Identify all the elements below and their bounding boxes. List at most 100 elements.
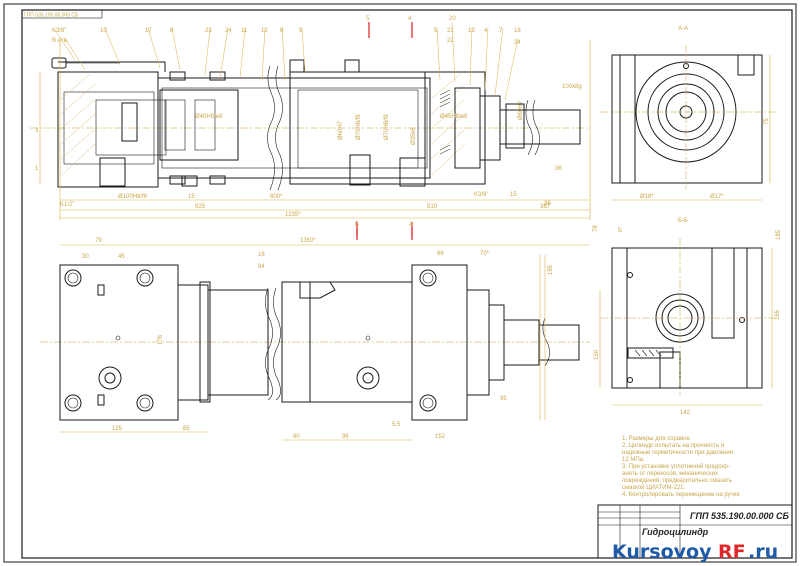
aa-dim-75: 75: [764, 118, 770, 125]
dim-600: 600*: [270, 194, 283, 200]
callout-8: 8: [280, 28, 284, 34]
section-mark-a: А: [409, 222, 413, 228]
diam-label-5: Ø35k6: [411, 127, 417, 145]
section-dimensions: K1/2" Ø100H8/f8 15 1235* 925 600* 510 K3…: [35, 128, 562, 218]
section-bb-view: Б-Б 78 185 150 165 142 36 Б: [544, 201, 782, 416]
plan-dim-70: 70*: [480, 251, 490, 257]
note-line-6: анять от перекосов, механических: [622, 471, 718, 477]
top-left-stamp: ГПП 535.190.00.000 СБ: [24, 13, 79, 19]
callout-23: 23: [205, 28, 212, 34]
dim-15b: 15: [510, 192, 517, 198]
aa-dim-17: Ø17*: [710, 194, 724, 200]
callout-5b: 5: [434, 28, 438, 34]
plan-dim-1350: 1350*: [300, 238, 316, 244]
drawing-name: Гидроцилиндр: [642, 527, 709, 537]
note-line-4: 12 МПа.: [622, 457, 645, 463]
callout-10: 10: [100, 28, 107, 34]
plan-dim-80: 80: [293, 434, 300, 440]
note-line-2: 2. Цилиндр испытать на прочность и: [622, 443, 724, 449]
plan-dim-96: 96: [342, 434, 349, 440]
aa-dim-18: Ø18*: [640, 194, 654, 200]
callout-5a: 5: [366, 16, 370, 22]
callout-20: 20: [449, 16, 456, 22]
drawing-code: ГПП 535.190.00.000 СБ: [690, 511, 790, 521]
bb-dim-185: 185: [776, 229, 782, 240]
plan-dim-95: 95: [500, 396, 507, 402]
note-line-5: 3. При установке уплотнений предохр-: [622, 463, 730, 470]
dim-36: 36: [555, 166, 562, 172]
callout-13: 13: [468, 28, 475, 34]
dim-k12: K1/2": [60, 202, 74, 208]
plan-dim-66: 66: [437, 251, 444, 257]
callout-k38: K3/8": [52, 28, 66, 34]
callout-17: 17: [145, 28, 152, 34]
title-block: ГПП 535.190.00.000 СБ Гидроцилиндр: [597, 504, 793, 559]
top-callouts: K3/8" B отв. 10 17 6 23 24 11 12 8 9 5 4…: [52, 16, 521, 46]
plan-dim-176: 176: [158, 334, 164, 345]
dim-510: 510: [427, 204, 438, 210]
section-bb-title: Б-Б: [678, 218, 688, 224]
plan-dim-5-5: 5.5: [392, 422, 401, 428]
bb-dim-142: 142: [680, 410, 691, 416]
watermark-part-2: RF: [718, 541, 746, 563]
plan-dim-185: 185: [548, 264, 554, 275]
callout-7: 7: [499, 28, 503, 34]
callout-4a: 4: [408, 16, 412, 22]
plan-dimensions: 79 30 45 1350* 66 70* 185 16 94 176 125 …: [82, 222, 554, 440]
main-section-view: [30, 21, 591, 236]
diam-label-8: 100x8g: [562, 84, 582, 90]
left-mark-1: 1: [35, 166, 39, 172]
plan-dim-94: 94: [258, 264, 265, 270]
diam-label-2: Ø60H7: [338, 120, 344, 140]
diameter-labels: Ø40H8/e8 Ø60H7 Ø70H8/f8 Ø70H8/f8 Ø35k6 Ø…: [195, 84, 582, 145]
section-mark-b2: Б: [618, 228, 622, 234]
dim-1235: 1235*: [285, 212, 301, 218]
note-line-3: надежные герметичности при давлении: [622, 450, 733, 456]
callout-11: 11: [241, 28, 248, 34]
note-line-8: смазкой ЦИАТИМ-221.: [622, 484, 685, 491]
callout-21: 21: [447, 28, 454, 34]
diam-label-4: Ø70H8/f8: [384, 114, 390, 140]
callout-4b: 4: [484, 28, 488, 34]
callout-24b: 24: [514, 40, 521, 46]
bb-dim-150: 150: [594, 349, 600, 360]
dim-925: 925: [195, 204, 206, 210]
plan-dim-85: 85: [183, 426, 190, 432]
top-left-stamp-box: [21, 9, 103, 19]
plan-dim-16: 16: [258, 252, 265, 258]
callout-18: 18: [514, 28, 521, 34]
dim-15a: 15: [188, 194, 195, 200]
plan-dim-152: 152: [435, 434, 446, 440]
bb-dim-78: 78: [593, 225, 599, 232]
watermark: Kursovoy RF .ru: [612, 541, 778, 563]
dim-d100: Ø100H8/f8: [118, 194, 148, 200]
diam-label-3: Ø70H8/f8: [356, 114, 362, 140]
plan-dim-45: 45: [118, 254, 125, 260]
side-dim-36b: 36: [544, 201, 551, 207]
plan-dim-79: 79: [95, 238, 102, 244]
dim-387: 387: [540, 204, 551, 210]
drawing-border: [21, 9, 793, 559]
callout-12: 12: [261, 28, 268, 34]
watermark-part-3: .ru: [748, 541, 778, 563]
plan-dim-30: 30: [82, 254, 89, 260]
plan-view: [40, 228, 590, 441]
bb-dim-165: 165: [775, 309, 781, 320]
callout-9: 9: [299, 28, 303, 34]
callout-24: 24: [225, 28, 232, 34]
technical-notes: 1. Размеры для справок. 2. Цилиндр испыт…: [622, 436, 741, 498]
dim-k38: K3/8": [474, 192, 488, 198]
callout-8otv: B отв.: [52, 38, 69, 44]
watermark-part-1: Kursovoy: [612, 541, 712, 563]
sheet-frame: [3, 3, 797, 563]
left-mark-3: 3: [35, 128, 39, 134]
diam-label-1: Ø40H8/e8: [195, 114, 223, 120]
plan-dim-125: 125: [112, 426, 123, 432]
callout-22: 22: [447, 38, 454, 44]
note-line-9: 4. Контролировать перемещение на ручке: [622, 492, 741, 498]
diam-label-6: Ø60H7: [518, 100, 524, 120]
note-line-1: 1. Размеры для справок.: [622, 436, 691, 442]
note-line-7: повреждений, предварительно смазать: [622, 477, 732, 484]
